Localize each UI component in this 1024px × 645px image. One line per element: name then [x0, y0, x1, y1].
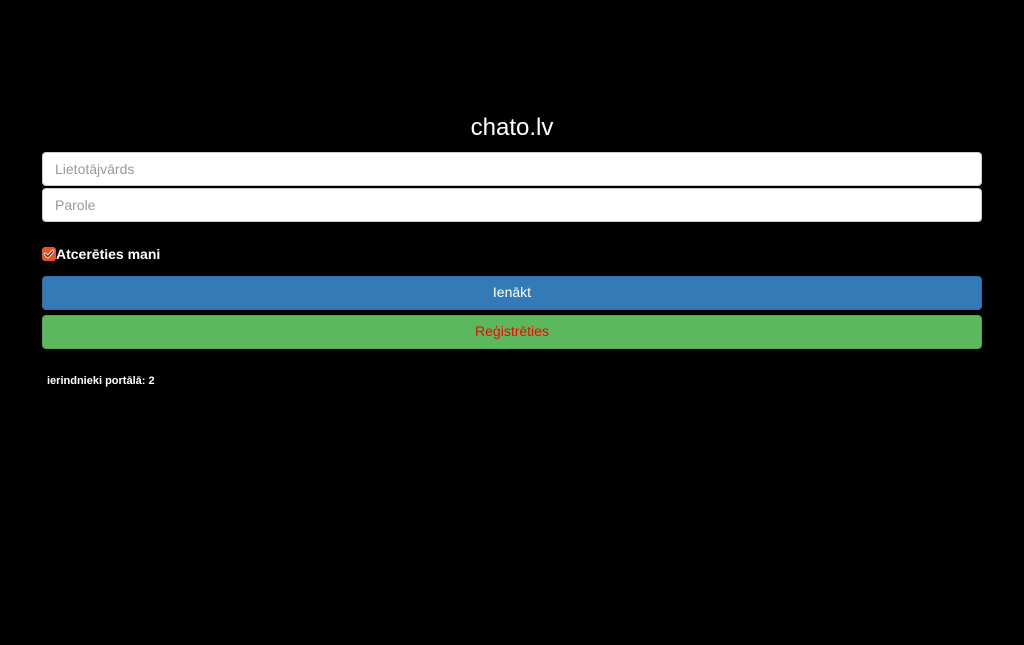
remember-me-label: Atcerēties mani [56, 246, 161, 262]
remember-me-checkbox[interactable] [42, 247, 56, 261]
register-button[interactable]: Reģistrēties [42, 315, 982, 349]
username-input[interactable] [42, 152, 982, 186]
password-input[interactable] [42, 188, 982, 222]
login-container: chato.lv Atcerēties mani Ienākt Reģistrē… [27, 115, 997, 387]
members-online-count: ierindnieki portālā: 2 [47, 375, 155, 387]
check-icon [43, 248, 55, 260]
login-form: Atcerēties mani Ienākt Reģistrēties [42, 152, 982, 349]
login-button[interactable]: Ienākt [42, 276, 982, 310]
page-title: chato.lv [470, 114, 554, 141]
remember-me-row: Atcerēties mani [42, 246, 982, 262]
